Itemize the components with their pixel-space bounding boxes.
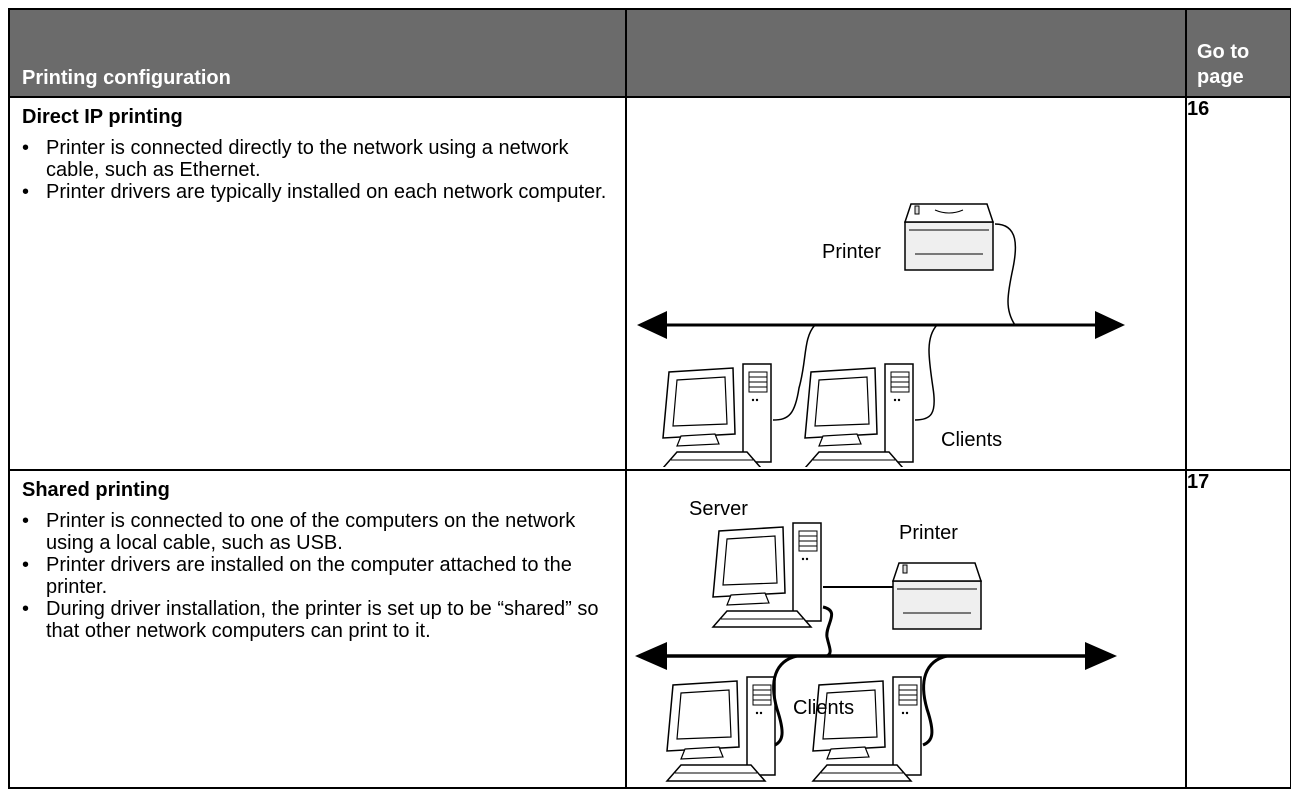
printer-label: Printer — [822, 241, 881, 263]
table-header-row: Printing configuration Go to page — [8, 8, 1291, 98]
list-item: • Printer is connected directly to the ne… — [22, 137, 615, 181]
server-computer-icon — [712, 522, 822, 628]
bullet-text: Printer drivers are installed on the com… — [46, 554, 572, 598]
direct-ip-description-cell: Direct IP printing • Printer is connected… — [8, 96, 627, 471]
list-item: • Printer is connected to one of the comp… — [22, 510, 615, 554]
client-computer-icon — [804, 363, 914, 467]
shared-description-cell: Shared printing • Printer is connected to… — [8, 469, 627, 789]
bullet-text: Printer is connected to one of the compu… — [46, 510, 576, 554]
direct-ip-network-diagram: Printer Clients — [637, 203, 1125, 467]
table-row-shared: Shared printing • Printer is connected to… — [8, 469, 1291, 789]
bullet-text: During driver installation, the printer … — [46, 598, 599, 642]
client-computer-icon — [666, 676, 776, 782]
printer-icon — [904, 203, 994, 271]
client-computer-icon — [812, 676, 922, 782]
direct-ip-bullet-list: • Printer is connected directly to the ne… — [22, 137, 615, 203]
header-go-to-page: Go to page — [1185, 8, 1291, 98]
shared-network-diagram: Server Printer Clients — [635, 498, 1117, 782]
printing-configuration-table: Printing configuration Go to page Direct… — [8, 8, 1291, 789]
shared-diagram-cell: Server Printer Clients — [625, 469, 1187, 789]
server-label: Server — [689, 498, 748, 520]
bullet-glyph: • — [22, 510, 30, 532]
shared-title: Shared printing — [22, 479, 170, 501]
header-printing-configuration: Printing configuration — [8, 8, 627, 98]
list-item: • During driver installation, the printer… — [22, 598, 615, 642]
bullet-glyph: • — [22, 181, 30, 203]
direct-ip-title: Direct IP printing — [22, 106, 183, 128]
bullet-text: Printer drivers are typically installed … — [46, 181, 607, 203]
bullet-glyph: • — [22, 598, 30, 620]
bullet-glyph: • — [22, 137, 30, 159]
clients-label: Clients — [941, 429, 1002, 451]
printer-label: Printer — [899, 522, 958, 544]
list-item: • Printer drivers are installed on the co… — [22, 554, 615, 598]
direct-ip-page-number: 16 — [1185, 96, 1291, 471]
shared-bullet-list: • Printer is connected to one of the comp… — [22, 510, 615, 642]
shared-page-number: 17 — [1185, 469, 1291, 789]
direct-ip-diagram-cell: Printer Clients — [625, 96, 1187, 471]
table-row-direct-ip: Direct IP printing • Printer is connected… — [8, 96, 1291, 471]
printer-icon — [892, 562, 982, 630]
list-item: • Printer drivers are typically installed… — [22, 181, 615, 203]
header-diagram — [625, 8, 1187, 98]
bullet-text: Printer is connected directly to the net… — [46, 137, 569, 181]
bullet-glyph: • — [22, 554, 30, 576]
client-computer-icon — [662, 363, 772, 467]
clients-label: Clients — [793, 697, 854, 719]
